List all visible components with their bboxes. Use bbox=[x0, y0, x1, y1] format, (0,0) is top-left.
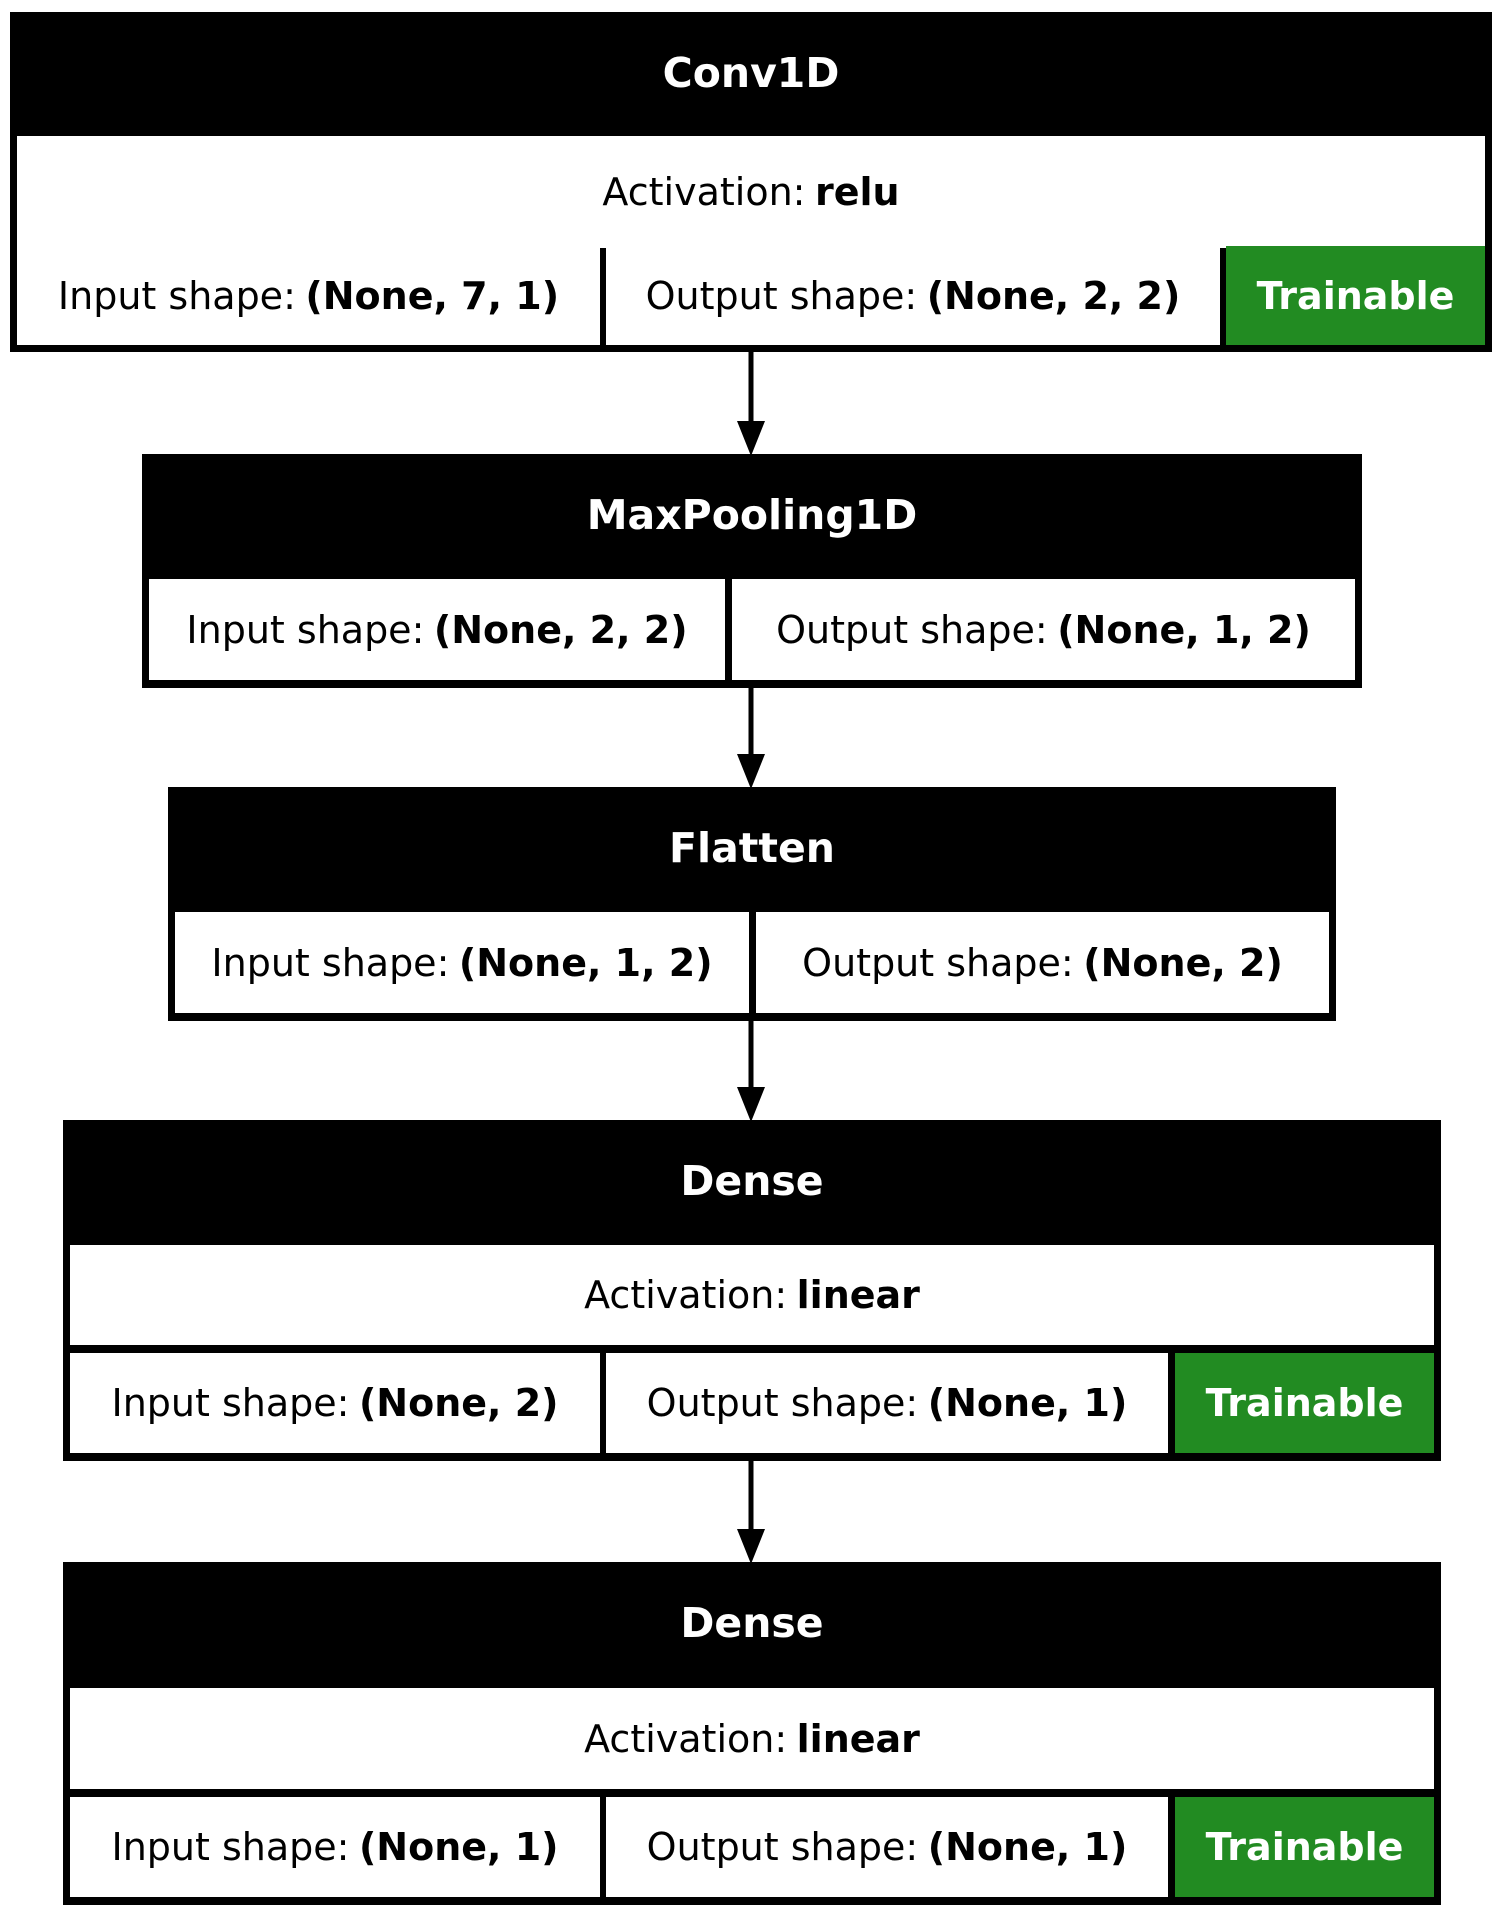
input-shape-value: (None, 1, 2) bbox=[458, 940, 713, 985]
input-shape-value: (None, 1) bbox=[358, 1825, 559, 1869]
output-shape-value: (None, 1, 2) bbox=[1057, 607, 1311, 652]
input-shape-label: Input shape: bbox=[211, 940, 450, 985]
layer-title: MaxPooling1D bbox=[586, 491, 918, 539]
output-shape-value: (None, 1) bbox=[927, 1825, 1128, 1869]
output-shape-label: Output shape: bbox=[645, 273, 918, 318]
output-shape-label: Output shape: bbox=[776, 607, 1048, 652]
output-shape-cell: Output shape:(None, 1) bbox=[606, 1353, 1168, 1453]
input-shape-label: Input shape: bbox=[57, 273, 296, 318]
input-shape-cell: Input shape:(None, 2, 2) bbox=[149, 579, 725, 680]
arrow-maxpooling1d-to-flatten bbox=[737, 688, 765, 789]
activation-row: Activation:linear bbox=[70, 1688, 1434, 1789]
layer-dense-1: Dense Activation:linear Input shape:(Non… bbox=[63, 1120, 1441, 1461]
layer-dense-2: Dense Activation:linear Input shape:(Non… bbox=[63, 1562, 1441, 1905]
output-shape-cell: Output shape:(None, 1, 2) bbox=[732, 579, 1355, 680]
activation-row: Activation:linear bbox=[70, 1245, 1434, 1345]
input-shape-value: (None, 2, 2) bbox=[433, 607, 688, 652]
trainable-badge: Trainable bbox=[1226, 246, 1485, 345]
output-shape-label: Output shape: bbox=[802, 940, 1074, 985]
output-shape-cell: Output shape:(None, 2, 2) bbox=[606, 246, 1220, 345]
arrow-conv1d-to-maxpooling1d bbox=[737, 352, 765, 456]
input-shape-label: Input shape: bbox=[111, 1381, 350, 1425]
output-shape-value: (None, 2, 2) bbox=[926, 273, 1181, 318]
output-shape-label: Output shape: bbox=[646, 1825, 919, 1869]
input-shape-value: (None, 2) bbox=[358, 1381, 559, 1425]
output-shape-label: Output shape: bbox=[646, 1381, 919, 1425]
input-shape-label: Input shape: bbox=[186, 607, 425, 652]
arrow-dense-to-dense bbox=[737, 1461, 765, 1564]
layer-maxpooling1d: MaxPooling1D Input shape:(None, 2, 2) Ou… bbox=[142, 454, 1362, 688]
layer-title: Dense bbox=[680, 1599, 824, 1647]
output-shape-cell: Output shape:(None, 2) bbox=[756, 912, 1329, 1013]
input-shape-cell: Input shape:(None, 2) bbox=[70, 1353, 600, 1453]
input-shape-cell: Input shape:(None, 1) bbox=[70, 1797, 600, 1897]
input-shape-value: (None, 7, 1) bbox=[305, 273, 560, 318]
layer-title: Flatten bbox=[669, 824, 835, 872]
output-shape-value: (None, 1) bbox=[927, 1381, 1128, 1425]
activation-label: Activation: bbox=[602, 170, 806, 214]
output-shape-cell: Output shape:(None, 1) bbox=[606, 1797, 1168, 1897]
activation-label: Activation: bbox=[584, 1273, 788, 1317]
input-shape-label: Input shape: bbox=[111, 1825, 350, 1869]
activation-label: Activation: bbox=[584, 1716, 788, 1761]
layer-title: Conv1D bbox=[662, 49, 840, 97]
layer-title: Dense bbox=[680, 1157, 824, 1205]
output-shape-value: (None, 2) bbox=[1083, 940, 1283, 985]
activation-value: linear bbox=[796, 1716, 920, 1761]
activation-value: relu bbox=[814, 170, 900, 214]
layer-flatten: Flatten Input shape:(None, 1, 2) Output … bbox=[168, 787, 1336, 1021]
activation-value: linear bbox=[796, 1273, 920, 1317]
layer-conv1d: Conv1D Activation:relu Input shape:(None… bbox=[10, 12, 1492, 352]
trainable-badge: Trainable bbox=[1175, 1353, 1434, 1453]
input-shape-cell: Input shape:(None, 1, 2) bbox=[175, 912, 749, 1013]
arrow-flatten-to-dense bbox=[737, 1021, 765, 1122]
trainable-badge: Trainable bbox=[1175, 1797, 1434, 1897]
activation-row: Activation:relu bbox=[17, 136, 1485, 248]
input-shape-cell: Input shape:(None, 7, 1) bbox=[17, 246, 600, 345]
